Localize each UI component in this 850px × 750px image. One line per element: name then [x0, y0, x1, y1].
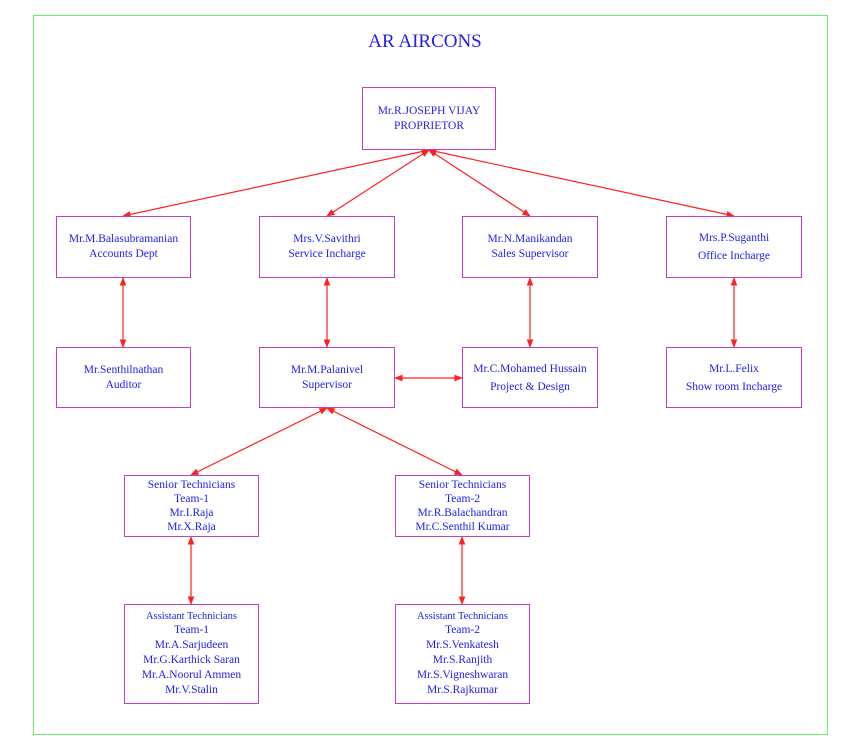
arrow-supervisor-senior2	[326, 407, 463, 476]
node-member: Mr.A.Sarjudeen	[154, 638, 229, 651]
node-team: Team-1	[174, 623, 209, 636]
node-sales: Mr.N.Manikandan Sales Supervisor	[462, 216, 598, 278]
node-assistant-team-1: Assistant Technicians Team-1 Mr.A.Sarjud…	[124, 604, 259, 704]
node-name: Mr.M.Palanivel	[290, 363, 364, 376]
node-member: Mr.S.Venkatesh	[426, 638, 499, 651]
node-name: Mrs.P.Suganthi	[698, 232, 770, 244]
node-role: Show room Incharge	[685, 380, 783, 393]
node-team: Team-2	[445, 493, 480, 505]
node-name: Mrs.V.Savithri	[293, 233, 361, 245]
node-accounts: Mr.M.Balasubramanian Accounts Dept	[56, 216, 191, 278]
node-name: Mr.R.JOSEPH VIJAY	[377, 104, 481, 117]
node-showroom: Mr.L.Felix Show room Incharge	[666, 347, 802, 408]
node-role: Project & Design	[490, 380, 570, 393]
node-member: Mr.C.Senthil Kumar	[415, 521, 510, 533]
arrow-proprietor-office	[428, 148, 735, 218]
node-project: Mr.C.Mohamed Hussain Project & Design	[462, 347, 598, 408]
node-team: Team-1	[174, 493, 209, 505]
node-service: Mrs.V.Savithri Service Incharge	[259, 216, 395, 278]
node-name: Mr.C.Mohamed Hussain	[473, 362, 587, 375]
node-member: Mr.S.Rajkumar	[427, 683, 498, 696]
node-role: PROPRIETOR	[393, 119, 465, 132]
diagram-title: AR AIRCONS	[368, 31, 482, 52]
node-member: Mr.X.Raja	[167, 521, 216, 533]
node-member: Mr.G.Karthick Saran	[143, 653, 240, 666]
node-role: Accounts Dept	[89, 248, 158, 260]
node-name: Mr.L.Felix	[709, 362, 759, 375]
node-member: Mr.R.Balachandran	[417, 507, 508, 519]
node-member: Mr.I.Raja	[169, 507, 214, 519]
node-title: Senior Technicians	[147, 479, 236, 491]
diagram-frame	[33, 15, 828, 735]
node-senior-team-1: Senior Technicians Team-1 Mr.I.Raja Mr.X…	[124, 475, 259, 537]
node-role: Service Incharge	[288, 248, 366, 260]
node-member: Mr.V.Stalin	[165, 683, 218, 696]
node-member: Mr.A.Noorul Ammen	[141, 668, 242, 681]
node-proprietor: Mr.R.JOSEPH VIJAY PROPRIETOR	[362, 87, 496, 150]
arrow-proprietor-sales	[428, 149, 531, 217]
node-name: Mr.M.Balasubramanian	[68, 233, 179, 245]
node-office: Mrs.P.Suganthi Office Incharge	[666, 216, 802, 278]
node-role: Auditor	[105, 378, 142, 391]
node-senior-team-2: Senior Technicians Team-2 Mr.R.Balachand…	[395, 475, 530, 537]
arrow-proprietor-service	[326, 149, 430, 217]
node-title: Assistant Technicians	[417, 610, 508, 622]
arrow-proprietor-accounts	[122, 148, 430, 218]
node-team: Team-2	[445, 623, 480, 636]
node-member: Mr.S.Vigneshwaran	[416, 668, 509, 681]
node-name: Mr.Senthilnathan	[83, 363, 164, 376]
node-title: Senior Technicians	[418, 479, 507, 491]
node-role: Office Incharge	[697, 250, 771, 262]
arrow-supervisor-senior1	[190, 407, 328, 476]
node-title: Assistant Technicians	[146, 610, 237, 622]
node-role: Supervisor	[302, 378, 352, 391]
node-assistant-team-2: Assistant Technicians Team-2 Mr.S.Venkat…	[395, 604, 530, 704]
node-supervisor: Mr.M.Palanivel Supervisor	[259, 347, 395, 408]
node-member: Mr.S.Ranjith	[432, 653, 493, 666]
node-role: Sales Supervisor	[491, 248, 569, 260]
node-auditor: Mr.Senthilnathan Auditor	[56, 347, 191, 408]
node-name: Mr.N.Manikandan	[487, 233, 573, 245]
